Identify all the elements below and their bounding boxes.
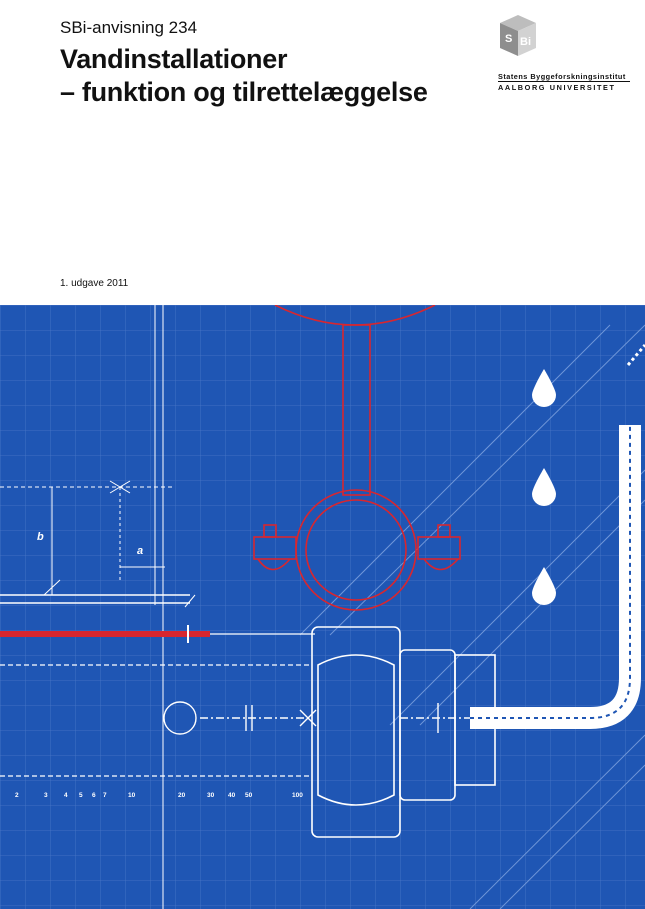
svg-text:Bi: Bi	[520, 36, 531, 48]
ruler-tick: 100	[292, 792, 303, 799]
ruler-tick: 30	[207, 792, 215, 799]
ruler-tick: 20	[178, 792, 186, 799]
university-name: AALBORG UNIVERSITET	[498, 83, 616, 92]
ruler-tick: 50	[245, 792, 253, 799]
institute-name: Statens Byggeforskningsinstitut	[498, 72, 626, 81]
ruler-tick: 4	[64, 792, 68, 799]
dimension-b-label: b	[37, 531, 44, 543]
ruler-tick: 40	[228, 792, 236, 799]
svg-text:S: S	[505, 33, 512, 45]
blueprint-illustration: b a 2 3 4 5 6 7 10 20 30 40 50 100	[0, 305, 645, 909]
title-line-2: – funktion og tilrettelæggelse	[60, 77, 428, 107]
series-label: SBi-anvisning 234	[60, 18, 198, 37]
cover-title: Vandinstallationer – funktion og tilrett…	[60, 43, 500, 109]
ruler-tick: 2	[15, 792, 19, 799]
ruler-tick: 3	[44, 792, 48, 799]
ruler-tick: 6	[92, 792, 96, 799]
title-line-1: Vandinstallationer	[60, 44, 288, 74]
sbi-cube-logo-icon: S Bi	[500, 15, 536, 56]
edition-label: 1. udgave 2011	[60, 278, 129, 289]
pipe-blueprint-drawing	[0, 305, 645, 909]
ruler-tick: 10	[128, 792, 136, 799]
ruler-tick: 5	[79, 792, 83, 799]
logo-divider	[498, 81, 630, 82]
dimension-a-label: a	[137, 545, 144, 557]
ruler-tick: 7	[103, 792, 107, 799]
publisher-logo: S Bi Statens Byggeforskningsinstitut AAL…	[498, 15, 630, 95]
